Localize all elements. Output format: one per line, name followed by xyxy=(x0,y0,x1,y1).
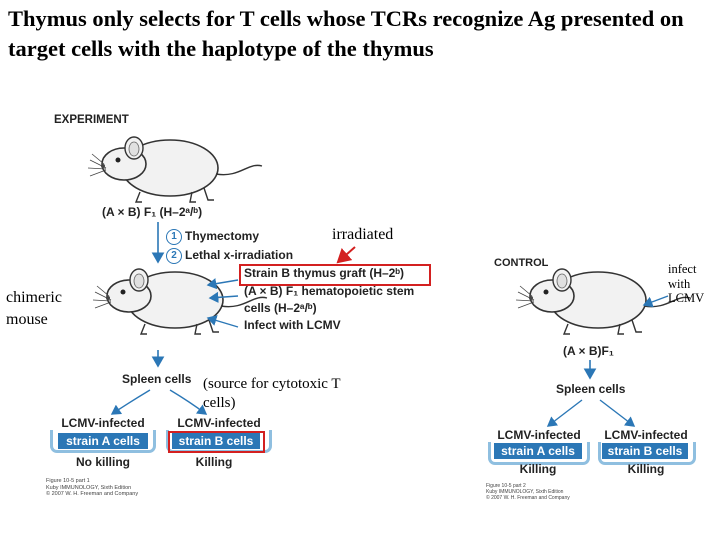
ctrl-tube-b-result: Killing xyxy=(627,462,665,476)
step-2-badge: 2 xyxy=(166,248,182,264)
control-spleen-label: Spleen cells xyxy=(556,382,626,396)
arrow-spleen-left xyxy=(110,389,151,415)
ctrl-tube-b-bar: strain B cells xyxy=(602,443,688,459)
slide-title: Thymus only selects for T cells whose TC… xyxy=(8,6,684,61)
experiment-heading: EXPERIMENT xyxy=(54,114,129,126)
step-hsc-text-1: (A × B) F₁ hematopoietic stem xyxy=(244,284,415,298)
experiment-figure-caption: Figure 10-5 part 1 Kuby IMMUNOLOGY, Sixt… xyxy=(46,478,139,497)
control-figure-caption: Figure 10-5 part 2 Kuby IMMUNOLOGY, Sixt… xyxy=(486,483,570,501)
step-infect-text: Infect with LCMV xyxy=(244,318,341,332)
step-graft-text: Strain B thymus graft (H–2ᵇ) xyxy=(244,266,405,280)
step-thymectomy-text: Thymectomy xyxy=(185,229,260,244)
exp-tube-b-result: Killing xyxy=(195,455,233,469)
mouse-illustration-donor xyxy=(87,136,263,203)
ctrl-tube-a-outline xyxy=(488,442,590,465)
arrow-irradiated xyxy=(336,246,356,264)
control-mouse-label: (A × B)F₁ xyxy=(563,344,614,358)
annotation-irradiated: irradiated xyxy=(332,226,394,243)
step-irradiation-text: Lethal x-irradiation xyxy=(185,248,294,263)
ctrl-tube-b-top: LCMV-infected xyxy=(604,428,688,442)
donor-mouse-label: (A × B) F₁ (H–2ᵃ/ᵇ) xyxy=(102,205,203,219)
step-1-badge: 1 xyxy=(166,229,182,245)
ctrl-tube-a-bar: strain A cells xyxy=(494,443,582,459)
step-hsc-text-2: cells (H–2ᵃ/ᵇ) xyxy=(244,301,317,315)
mouse-illustration-control xyxy=(515,268,691,335)
arrow-hsc xyxy=(208,291,239,303)
ctrl-tube-a-top: LCMV-infected xyxy=(497,428,581,442)
ctrl-tube-b-outline xyxy=(598,442,696,465)
arrow-control-infect xyxy=(642,295,669,308)
control-heading: CONTROL xyxy=(494,257,549,269)
arrow-graft xyxy=(206,278,239,290)
exp-tube-a-top: LCMV-infected xyxy=(61,416,145,430)
annotation-infect-lcmv: infect with LCMV xyxy=(668,262,705,305)
arrow-control-left xyxy=(546,399,583,427)
arrow-infect xyxy=(206,315,239,328)
graft-highlight-box xyxy=(239,264,431,286)
exp-tube-a-outline xyxy=(50,430,156,453)
arrow-control-right xyxy=(599,399,636,427)
annotation-source: (source for cytotoxic T cells) xyxy=(203,376,341,411)
arrow-spleen-right xyxy=(169,389,208,415)
experiment-spleen-label: Spleen cells xyxy=(122,372,192,386)
exp-tube-a-result: No killing xyxy=(76,455,130,469)
exp-tube-a-bar: strain A cells xyxy=(58,433,148,449)
exp-tube-b-bar: strain B cells xyxy=(172,433,260,449)
ctrl-tube-a-result: Killing xyxy=(519,462,557,476)
annotation-chimeric-mouse: chimeric mouse xyxy=(6,289,62,328)
exp-tube-b-top: LCMV-infected xyxy=(177,416,261,430)
exp-tube-b-highlight-box xyxy=(168,431,265,453)
